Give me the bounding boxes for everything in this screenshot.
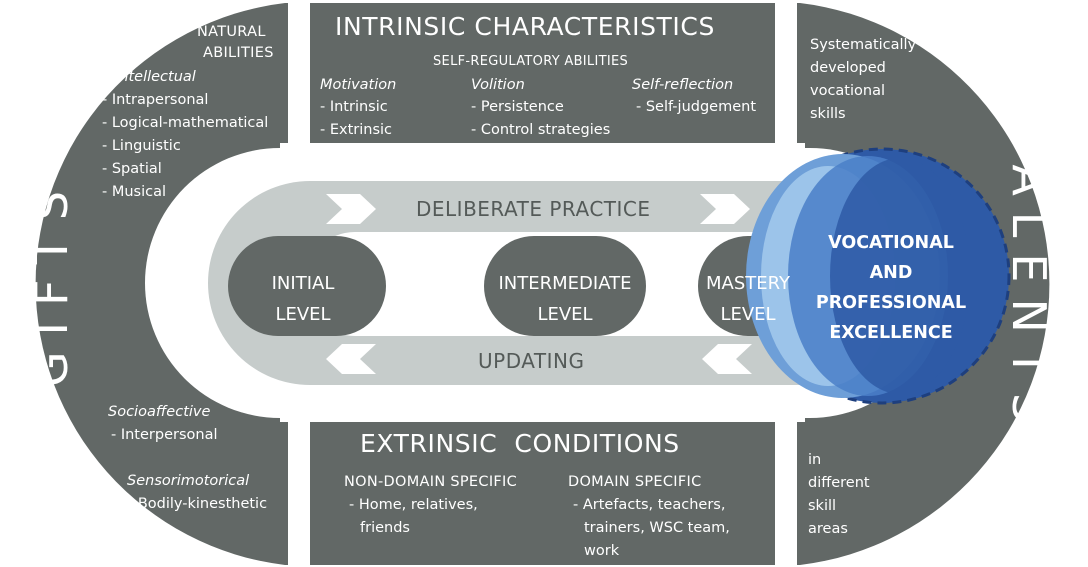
intellectual-item: - Intrapersonal <box>102 92 209 108</box>
talents-top-line: Systematically <box>810 37 917 53</box>
talents-title: TALENTS <box>1002 123 1057 439</box>
chevron-left-icon <box>326 344 376 374</box>
excellence-label: VOCATIONAL AND PROFESSIONAL EXCELLENCE <box>815 233 967 343</box>
intellectual-heading: Intellectual <box>115 69 196 85</box>
motivation-item: - Extrinsic <box>320 122 393 138</box>
domain-item: trainers, WSC team, <box>584 520 730 536</box>
natural-abilities-line1: NATURAL <box>197 24 266 40</box>
motivation-item: - Intrinsic <box>320 99 388 115</box>
non-domain-heading: NON-DOMAIN SPECIFIC <box>344 474 518 490</box>
talents-bottom-line: different <box>808 475 870 491</box>
gifts-title: GIFTS <box>24 174 79 388</box>
domain-heading: DOMAIN SPECIFIC <box>568 474 702 490</box>
volition-item: - Control strategies <box>471 122 611 138</box>
talents-bottom-line: skill <box>808 498 837 514</box>
intellectual-item: - Musical <box>102 184 167 200</box>
socioaffective-item: - Interpersonal <box>111 427 218 443</box>
sensorimotorical-heading: Sensorimotorical <box>127 473 250 489</box>
non-domain-item: friends <box>360 520 410 536</box>
deliberate-practice-label: DELIBERATE PRACTICE <box>416 197 651 221</box>
excellence-circles <box>746 147 1011 405</box>
chevron-left-icon <box>702 344 752 374</box>
motivation-heading: Motivation <box>320 77 397 93</box>
updating-label: UPDATING <box>478 349 585 373</box>
socioaffective-heading: Socioaffective <box>108 404 211 420</box>
intrinsic-subtitle: SELF-REGULATORY ABILITIES <box>433 54 629 69</box>
non-domain-item: - Home, relatives, <box>349 497 478 513</box>
extrinsic-title: EXTRINSIC CONDITIONS <box>360 429 680 458</box>
intellectual-item: - Spatial <box>102 161 162 177</box>
intrinsic-title: INTRINSIC CHARACTERISTICS <box>335 12 715 41</box>
self-reflection-item: - Self-judgement <box>636 99 757 115</box>
domain-item: - Artefacts, teachers, <box>573 497 726 513</box>
talents-top-line: skills <box>810 106 846 122</box>
talents-top-line: developed <box>810 60 886 76</box>
natural-abilities-line2: ABILITIES <box>203 45 274 61</box>
intellectual-item: - Logical-mathematical <box>102 115 269 131</box>
domain-item: work <box>584 543 620 559</box>
chevron-right-icon <box>700 194 750 224</box>
volition-item: - Persistence <box>471 99 564 115</box>
volition-heading: Volition <box>471 77 525 93</box>
talents-top-line: vocational <box>810 83 885 99</box>
sensorimotorical-item: - Bodily-kinesthetic <box>128 496 268 512</box>
talents-bottom-line: areas <box>808 521 848 537</box>
talents-bottom-line: in <box>808 452 822 468</box>
self-reflection-heading: Self-reflection <box>632 77 734 93</box>
chevron-right-icon <box>326 194 376 224</box>
intellectual-item: - Linguistic <box>102 138 181 154</box>
